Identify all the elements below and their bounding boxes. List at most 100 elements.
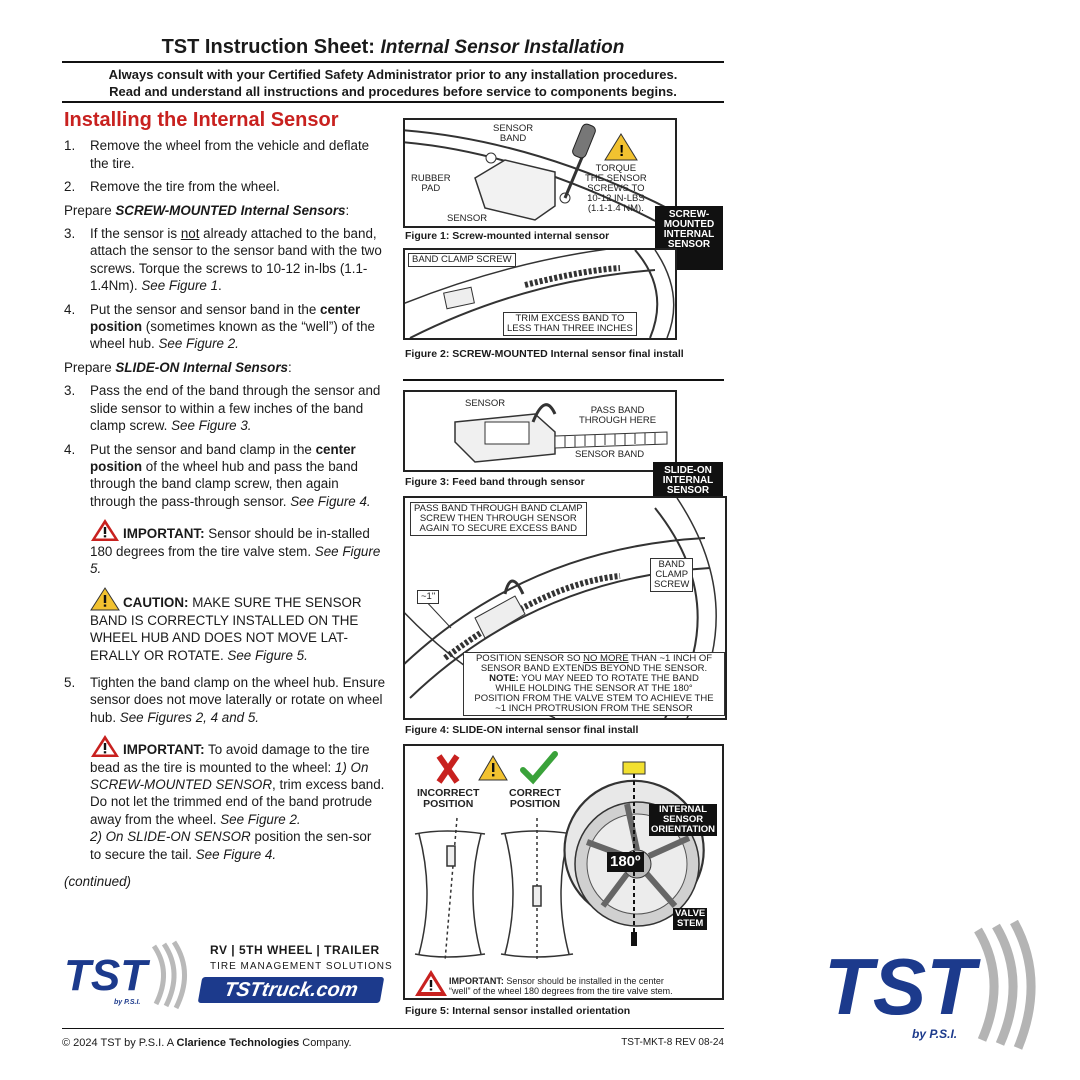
notice-line-2: Read and understand all instructions and…	[109, 84, 677, 99]
copyright-text: © 2024 TST by P.S.I. A	[62, 1037, 177, 1049]
label-trim-excess: TRIM EXCESS BAND TO LESS THAN THREE INCH…	[503, 312, 637, 336]
title-main: TST Instruction Sheet:	[161, 36, 375, 58]
warning-red-icon	[91, 519, 119, 542]
step-text: Pass the end of the band through the sen…	[90, 383, 381, 434]
brand-url[interactable]: TSTtruck.com	[222, 979, 360, 1001]
correct-check-icon	[520, 751, 558, 785]
figure-ref: See Figure 2.	[220, 811, 301, 827]
step-text: of the wheel hub and pass the band throu…	[90, 458, 358, 509]
important-text: Sensor should be installed in the center…	[449, 976, 673, 996]
step-bold: center position	[90, 441, 356, 474]
label-rubber-pad: RUBBER PAD	[411, 173, 451, 194]
brand-url-link[interactable]: TSTtruck.com	[197, 977, 385, 1003]
step-text: already attached to the band, attach the…	[90, 226, 382, 294]
title-rule	[62, 61, 724, 63]
note-label: NOTE:	[489, 673, 519, 684]
step-text: (sometimes known as the “well”) of the w…	[90, 319, 376, 352]
important-text: To avoid damage to the tire bead as the …	[90, 742, 370, 775]
logo-by: by P.S.I.	[114, 999, 140, 1006]
step-number: 4.	[64, 301, 76, 317]
label-pass-band: PASS BAND THROUGH HERE	[579, 405, 657, 426]
caution-note: CAUTION: MAKE SURE THE SENSOR BAND IS CO…	[90, 587, 386, 664]
figure-5: INCORRECT POSITION CORRECT POSITION INTE…	[403, 744, 724, 1000]
title-sub: Internal Sensor Installation	[380, 37, 625, 58]
step-2: 2. Remove the tire from the wheel.	[64, 178, 386, 195]
step-number: 3.	[64, 383, 76, 399]
step-5: 5. Tighten the band clamp on the wheel h…	[64, 674, 386, 726]
caution-label: CAUTION:	[123, 595, 189, 611]
section-heading: Installing the Internal Sensor	[64, 109, 339, 131]
caution-text: MAKE SURE THE SENSOR BAND IS CORRECTLY I…	[90, 595, 362, 663]
notice-line-1: Always consult with your Certified Safet…	[108, 67, 678, 82]
prep-slide-heading: Prepare SLIDE-ON Internal Sensors:	[64, 359, 386, 376]
footer-rule	[62, 1028, 724, 1029]
label-180-degrees: 180º	[607, 852, 644, 872]
step-text: If the sensor is	[90, 226, 181, 242]
footer-copyright: © 2024 TST by P.S.I. A Clarience Technol…	[62, 1037, 352, 1049]
position-underline: NO MORE	[583, 653, 629, 664]
notice-rule	[62, 101, 724, 103]
figure-ref: See Figure 1	[141, 278, 219, 294]
figure-ref: See Figures 2, 4 and 5.	[119, 709, 259, 725]
prep-text: Prepare	[64, 202, 116, 218]
important-item: 2) On SLIDE-ON SENSOR	[90, 829, 251, 845]
label-sensor-band: SENSOR BAND	[493, 123, 534, 144]
step-text: Remove the wheel from the vehicle and de…	[90, 138, 370, 171]
label-correct-position: CORRECT POSITION	[509, 787, 561, 810]
step-number: 3.	[64, 226, 76, 242]
figure-1-caption: Figure 1: Screw-mounted internal sensor	[405, 230, 610, 242]
step-number: 1.	[64, 138, 76, 154]
logo-text: TST	[64, 951, 150, 1000]
important-note-2: IMPORTANT: To avoid damage to the tire b…	[90, 734, 386, 863]
step-text: .	[218, 278, 222, 294]
step-4-screw: 4. Put the sensor and sensor band in the…	[64, 301, 386, 353]
figure-ref: See Figure 5.	[227, 647, 308, 663]
figure-1: ! SENSOR BAND RUBBER PAD SENSOR TORQUE T…	[403, 118, 677, 228]
label-position-note: POSITION SENSOR SO NO MORE THAN ~1 INCH …	[463, 652, 725, 716]
tst-logo-large: TST by P.S.I.	[824, 920, 1036, 1050]
step-text: Tighten the band clamp on the wheel hub.…	[90, 674, 386, 725]
figure-2-caption: Figure 2: SCREW-MOUNTED Internal sensor …	[405, 348, 684, 360]
prep-colon: :	[288, 359, 292, 375]
step-underline: not	[180, 226, 200, 242]
warning-yellow-icon	[478, 755, 508, 781]
correct-wheel-section	[500, 818, 574, 961]
incorrect-x-icon	[436, 754, 460, 784]
figure-2: BAND CLAMP SCREW TRIM EXCESS BAND TO LES…	[403, 248, 677, 340]
warning-yellow-icon	[90, 587, 120, 611]
prep-text: Prepare	[64, 359, 116, 375]
continued-label: (continued)	[64, 874, 131, 890]
step-3-screw: 3. If the sensor is not already attached…	[64, 225, 386, 295]
label-band-clamp-screw: BAND CLAMP SCREW	[408, 253, 516, 267]
prep-type: SCREW-MOUNTED Internal Sensors	[115, 202, 346, 218]
important-text: position the sen-sor to secure the tail.	[90, 829, 372, 862]
important-text: , trim excess band. Do not let the trimm…	[90, 777, 385, 827]
step-4-slide: 4. Put the sensor and band clamp in the …	[64, 441, 386, 511]
label-pass-band-clamp: PASS BAND THROUGH BAND CLAMP SCREW THEN …	[410, 502, 587, 536]
figure-4: PASS BAND THROUGH BAND CLAMP SCREW THEN …	[403, 496, 727, 720]
section-divider	[403, 379, 724, 381]
tst-logo: TST by P.S.I.	[64, 940, 187, 1010]
position-text: POSITION SENSOR SO	[475, 653, 584, 664]
prep-screw-heading: Prepare SCREW-MOUNTED Internal Sensors:	[64, 202, 386, 219]
svg-text:!: !	[619, 143, 624, 160]
step-number: 4.	[64, 441, 76, 457]
label-sensor: SENSOR	[465, 398, 506, 409]
note-text: YOU MAY NEED TO ROTATE THE BAND WHILE HO…	[474, 673, 714, 714]
important-text: Sensor should be in-stalled 180 degrees …	[90, 526, 370, 559]
figure-ref: See Figure 5.	[90, 543, 381, 576]
position-text: THAN ~1 INCH OF SENSOR BAND EXTENDS BEYO…	[480, 653, 713, 674]
step-text: Remove the tire from the wheel.	[90, 179, 280, 195]
incorrect-wheel-section	[414, 817, 486, 962]
step-number: 5.	[64, 674, 76, 690]
figure-3: SENSOR PASS BAND THROUGH HERE SENSOR BAN…	[403, 390, 677, 472]
screw-mounted-sensor-drawing: !	[405, 123, 675, 226]
label-approx-inch: ~1"	[417, 590, 440, 604]
copyright-text: Company.	[299, 1037, 352, 1049]
screw-mounted-install-drawing	[405, 250, 675, 338]
brand-tagline-2: TIRE MANAGEMENT SOLUTIONS	[210, 961, 393, 972]
orientation-drawing	[414, 751, 705, 996]
step-text: Put the sensor and sensor band in the	[90, 301, 321, 317]
important-label: IMPORTANT:	[449, 976, 504, 986]
label-sensor: SENSOR	[447, 213, 488, 224]
